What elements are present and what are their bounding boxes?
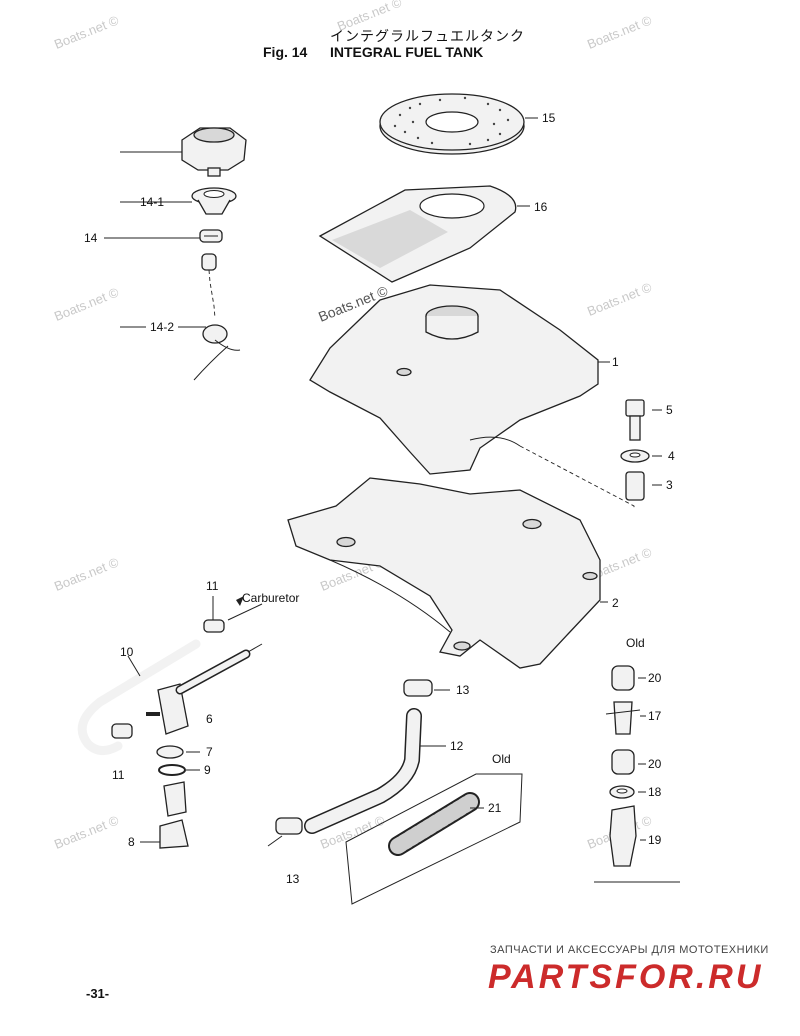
label-part-20-upper: 20: [648, 671, 662, 685]
title-japanese: インテグラルフュエルタンク: [330, 29, 525, 45]
part-14-clip: [199, 229, 223, 243]
part-14-2-chain: [193, 253, 241, 381]
label-part-9: 9: [204, 763, 211, 777]
part-16-seal-plate: [318, 185, 517, 283]
label-part-1: 1: [612, 355, 619, 369]
part-9-o-ring: [158, 764, 186, 776]
label-part-14: 14: [84, 231, 98, 245]
label-part-5: 5: [666, 403, 673, 417]
part-11-clip-upper: [203, 619, 225, 633]
label-old-stack: Old: [626, 636, 645, 650]
label-part-4: 4: [668, 449, 675, 463]
part-14-1-gasket: [191, 187, 237, 215]
page-number: -31-: [86, 986, 110, 1001]
part-5-bolt: [625, 399, 645, 441]
part-fuel-cap: [181, 127, 247, 177]
label-part-11-lower: 11: [112, 768, 125, 782]
part-8-strainer: [159, 781, 189, 849]
part-20-cap-lower: [611, 749, 635, 775]
shop-logo: PARTSFOR.RU: [488, 958, 764, 996]
part-2-fuel-tank-lower: [287, 477, 601, 669]
label-part-20-lower: 20: [648, 757, 662, 771]
part-11-clip-lower: [111, 723, 133, 739]
part-10-hose: [77, 639, 201, 755]
label-part-18: 18: [648, 785, 662, 799]
label-part-19: 19: [648, 833, 662, 847]
part-19-strainer: [609, 805, 637, 867]
part-4-washer: [620, 449, 650, 463]
label-part-12: 12: [450, 739, 464, 753]
part-6-fuel-cock: [146, 649, 251, 735]
figure-number: Fig. 14: [263, 44, 308, 60]
part-1-fuel-tank-upper: [309, 284, 599, 475]
old-kit-frame: [345, 773, 523, 905]
label-part-15: 15: [542, 111, 556, 125]
part-20-cap-upper: [611, 665, 635, 691]
part-7-washer: [156, 745, 184, 759]
label-part-21: 21: [488, 801, 502, 815]
label-part-10: 10: [120, 645, 134, 659]
label-part-16: 16: [534, 200, 548, 214]
label-part-3: 3: [666, 478, 673, 492]
shop-caption: ЗАПЧАСТИ И АКСЕССУАРЫ ДЛЯ МОТОТЕХНИКИ: [490, 944, 769, 956]
label-carburetor: Carburetor: [242, 591, 300, 605]
label-part-14-2: 14-2: [150, 320, 175, 334]
label-part-7: 7: [206, 745, 213, 759]
label-part-17: 17: [648, 709, 662, 723]
part-12-hose: [304, 708, 422, 834]
part-15-foam-ring: [379, 93, 525, 155]
part-17-joint: [605, 701, 641, 735]
label-part-11-upper: 11: [206, 579, 219, 593]
part-13-clip-upper: [403, 679, 433, 697]
part-13-clip-lower: [275, 817, 303, 835]
figure-title: INTEGRAL FUEL TANK: [330, 44, 484, 60]
label-part-8: 8: [128, 835, 135, 849]
label-part-14-1: 14-1: [140, 195, 165, 209]
label-part-13-upper: 13: [456, 683, 470, 697]
label-old-kit: Old: [492, 752, 511, 766]
part-3-collar: [625, 471, 645, 501]
label-part-2: 2: [612, 596, 619, 610]
label-part-13-lower: 13: [286, 872, 300, 886]
part-21-corrugated-hose: [388, 792, 480, 856]
part-18-washer: [609, 785, 635, 799]
label-part-6: 6: [206, 712, 213, 726]
